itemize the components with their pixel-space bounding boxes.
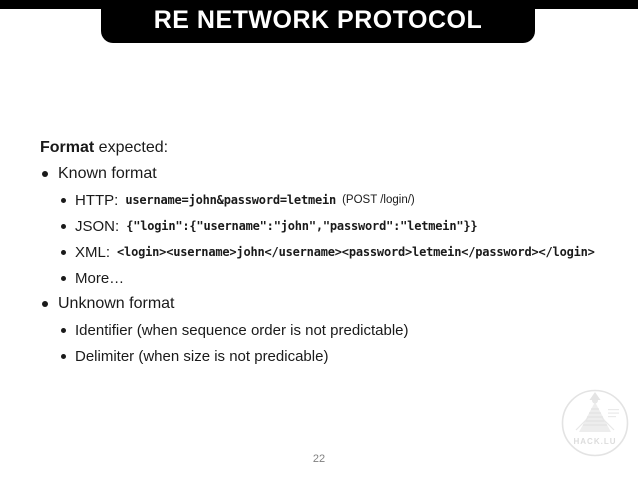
bullet-icon <box>61 223 66 229</box>
list-item-label: XML: <box>75 243 111 261</box>
list-item-known-format: Known format <box>40 164 620 184</box>
code-snippet: username=john&password=letmein <box>125 193 337 207</box>
list-item-json: JSON: {"login":{"username":"john","passw… <box>40 216 620 236</box>
page-number: 22 <box>312 453 326 465</box>
list-item-identifier: Identifier (when sequence order is not p… <box>40 320 620 340</box>
intro-line: Format expected: <box>40 138 620 158</box>
slide-content: Format expected: Known format HTTP: user… <box>40 138 620 372</box>
list-item-label: Delimiter (when size is not predicable) <box>75 347 329 365</box>
watermark-text: HACK.LU <box>574 437 617 446</box>
list-item-label: Identifier (when sequence order is not p… <box>75 321 409 339</box>
code-snippet: {"login":{"username":"john","password":"… <box>126 219 478 233</box>
list-item-http: HTTP: username=john&password=letmein (PO… <box>40 190 620 210</box>
list-item-label: JSON: <box>75 217 120 235</box>
list-item-unknown-format: Unknown format <box>40 294 620 314</box>
hacklu-logo-icon: HACK.LU <box>561 389 629 457</box>
code-snippet: <login><username>john</username><passwor… <box>117 245 595 259</box>
intro-rest-text: expected: <box>94 139 169 156</box>
bullet-icon <box>42 171 48 177</box>
intro-bold-text: Format <box>40 139 95 156</box>
bullet-icon <box>42 301 48 307</box>
list-item-more: More… <box>40 268 620 288</box>
list-item-label: Known format <box>58 165 157 182</box>
note-text: (POST /login/) <box>342 194 415 206</box>
bullet-icon <box>61 197 66 203</box>
list-item-label: HTTP: <box>75 191 119 209</box>
bullet-icon <box>61 249 66 255</box>
list-item-xml: XML: <login><username>john</username><pa… <box>40 242 620 262</box>
list-item-label: More… <box>75 269 125 287</box>
list-item-delimiter: Delimiter (when size is not predicable) <box>40 346 620 366</box>
slide-title-banner: RE NETWORK PROTOCOL <box>101 0 535 43</box>
list-item-label: Unknown format <box>58 295 175 312</box>
bullet-icon <box>61 275 66 281</box>
bullet-icon <box>61 327 66 333</box>
bullet-icon <box>61 353 66 359</box>
page-title: RE NETWORK PROTOCOL <box>153 6 483 34</box>
